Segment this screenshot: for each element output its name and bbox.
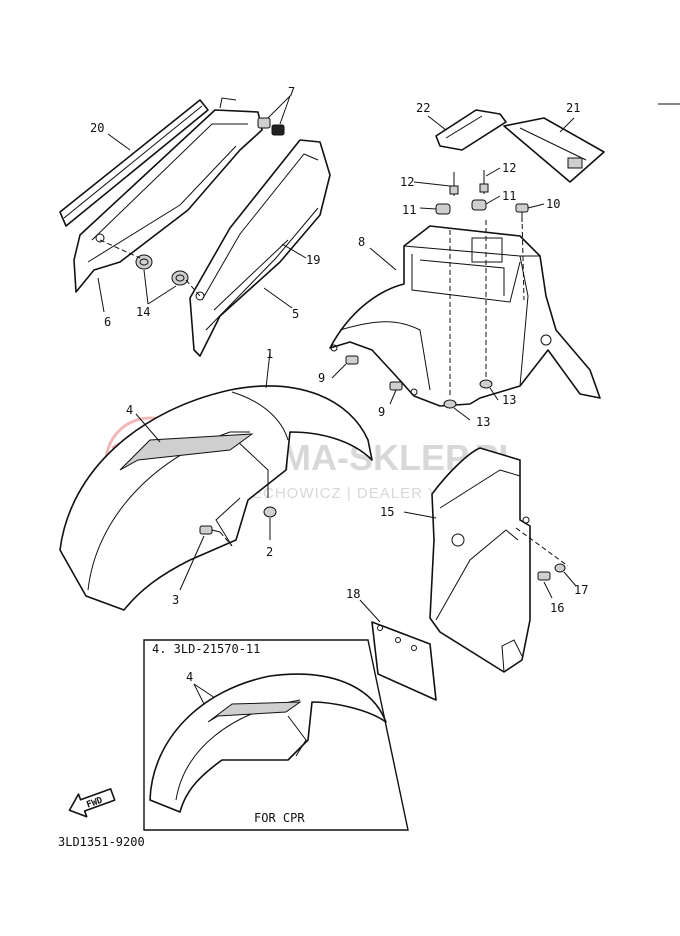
callout-3: 3 — [172, 593, 179, 607]
callout-22: 22 — [416, 101, 430, 115]
callout-7: 7 — [288, 85, 295, 99]
part-4-leader — [135, 413, 161, 443]
part-7-grommets — [257, 95, 291, 136]
callout-15: 15 — [380, 505, 394, 519]
part-5-leader — [263, 287, 293, 309]
callout-11-right: 11 — [502, 189, 516, 203]
callout-5: 5 — [292, 307, 299, 321]
drawing-code: 3LD1351-9200 — [58, 835, 145, 849]
part-4-decal — [119, 433, 254, 471]
callout-21: 21 — [566, 101, 580, 115]
part-8-leader — [369, 247, 397, 271]
callout-19: 19 — [306, 253, 320, 267]
callout-9-lower: 9 — [378, 405, 385, 419]
callout-12-left: 12 — [400, 175, 414, 189]
part-16-bolt — [537, 571, 553, 599]
callout-4: 4 — [126, 403, 133, 417]
callout-12-right: 12 — [502, 161, 516, 175]
part-15-mud-guard — [429, 447, 569, 673]
callout-2: 2 — [266, 545, 273, 559]
callout-1: 1 — [266, 347, 273, 361]
part-1-front-fender — [59, 385, 373, 611]
callout-13-upper: 13 — [502, 393, 516, 407]
part-6-side-cover-left — [73, 97, 263, 293]
callout-9-upper: 9 — [318, 371, 325, 385]
part-2-bolt — [263, 506, 277, 540]
callout-11-left: 11 — [402, 203, 416, 217]
part-22-strap — [427, 109, 507, 151]
part-3-bolt — [179, 525, 233, 591]
part-14-grommets — [99, 239, 201, 305]
part-9-bolt-lower — [389, 381, 403, 405]
callout-8: 8 — [358, 235, 365, 249]
callout-6: 6 — [104, 315, 111, 329]
callout-13-lower: 13 — [476, 415, 490, 429]
part-10-bolt — [515, 203, 545, 222]
part-9-bolt-upper — [331, 355, 359, 379]
part-1-leader — [265, 351, 271, 389]
part-8-rear-fender — [329, 215, 601, 407]
part-12-screws — [413, 167, 501, 196]
inset-alternate-fender: 4. 3LD-21570-11 4 FOR CPR — [143, 639, 409, 831]
callout-14: 14 — [136, 305, 150, 319]
callout-labels: 1 2 3 4 5 6 7 8 9 9 10 11 11 12 12 13 13… — [90, 85, 588, 615]
callout-10: 10 — [546, 197, 560, 211]
inset-title: 4. 3LD-21570-11 — [152, 642, 260, 656]
part-20-strip — [59, 99, 209, 227]
watermark-subtitle: CIECHOWICZ | DEALER YAMAHA — [235, 485, 496, 502]
part-20-leader — [107, 133, 131, 151]
callout-16: 16 — [550, 601, 564, 615]
fwd-arrow-icon: FWD — [68, 788, 116, 818]
inset-note: FOR CPR — [254, 811, 305, 825]
callout-17: 17 — [574, 583, 588, 597]
callout-18: 18 — [346, 587, 360, 601]
part-11-dampers — [419, 195, 501, 215]
part-17-washer — [554, 563, 577, 587]
part-6-leader — [97, 277, 105, 313]
part-13-washers — [443, 379, 499, 421]
part-19-leader — [281, 243, 307, 259]
part-21-pouch — [503, 117, 605, 183]
callout-20: 20 — [90, 121, 104, 135]
inset-callout-4: 4 — [186, 670, 193, 684]
part-15-leader — [403, 511, 437, 519]
part-5-side-cover-right — [189, 139, 331, 357]
part-18-plate — [359, 599, 437, 701]
